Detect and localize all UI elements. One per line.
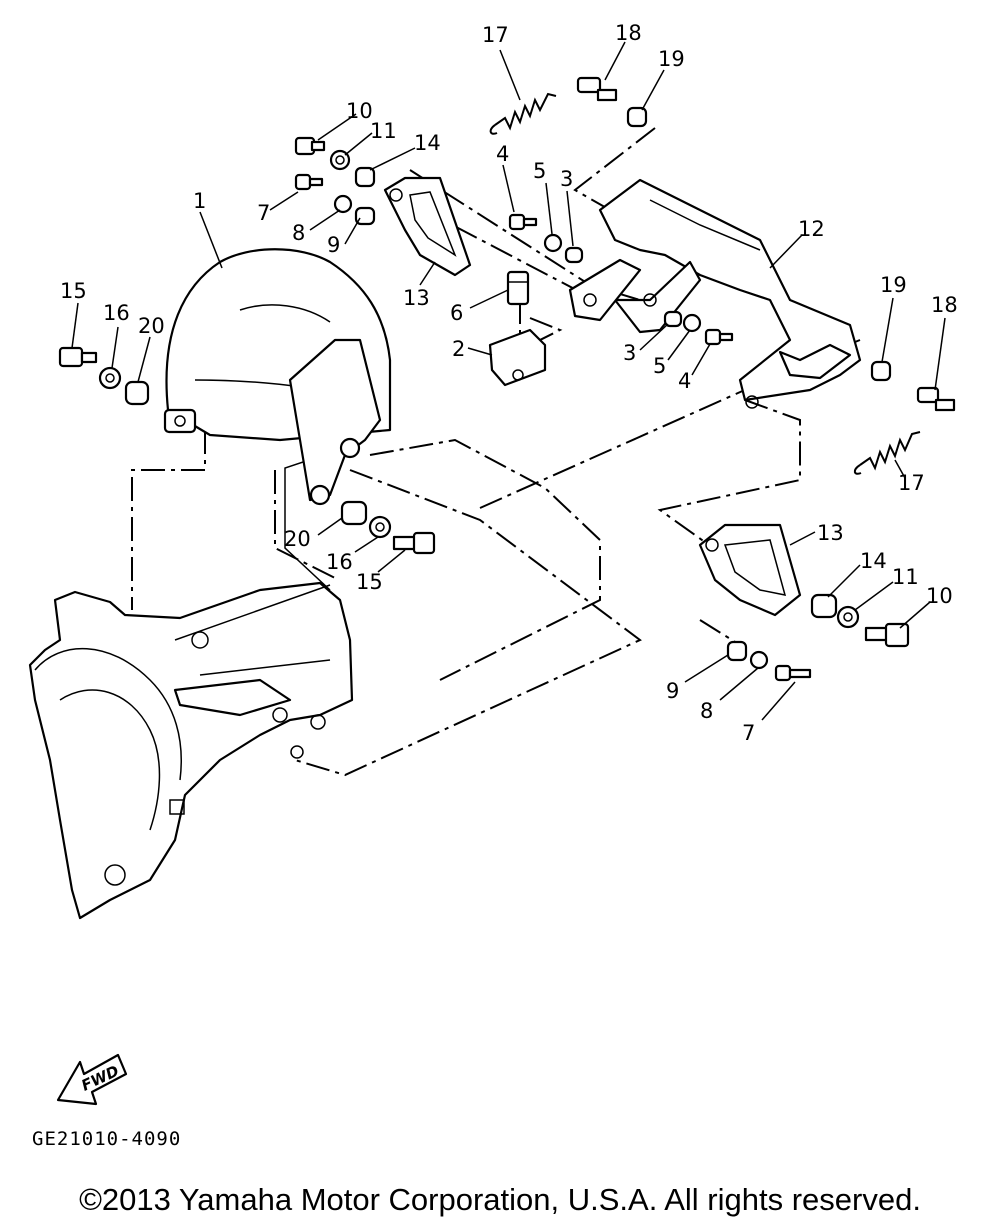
callout-4: 4 — [678, 369, 691, 393]
hull-housing — [28, 581, 354, 920]
callout-7: 7 — [257, 201, 270, 225]
callout-5: 5 — [533, 159, 546, 183]
callout-7: 7 — [742, 721, 755, 745]
callout-17: 17 — [898, 471, 925, 495]
callout-15: 15 — [356, 570, 383, 594]
callout-20: 20 — [284, 527, 311, 551]
plate-13-upper — [383, 176, 472, 277]
callout-12: 12 — [798, 217, 825, 241]
callout-3: 3 — [623, 341, 636, 365]
diagram-code: GE21010-4090 — [32, 1128, 182, 1150]
callout-14: 14 — [860, 549, 887, 573]
plate-13-lower — [698, 523, 802, 617]
callout-13: 13 — [817, 521, 844, 545]
callout-15: 15 — [60, 279, 87, 303]
leader-lines — [71, 41, 946, 721]
callout-8: 8 — [700, 699, 713, 723]
callout-16: 16 — [326, 550, 353, 574]
callout-11: 11 — [370, 119, 397, 143]
callout-18: 18 — [931, 293, 958, 317]
callout-3: 3 — [560, 167, 573, 191]
callout-19: 19 — [658, 47, 685, 71]
callout-14: 14 — [414, 131, 441, 155]
pump-cover-part — [163, 248, 392, 506]
callout-19: 19 — [880, 273, 907, 297]
copyright-notice: ©2013 Yamaha Motor Corporation, U.S.A. A… — [79, 1182, 921, 1217]
callout-17: 17 — [482, 23, 509, 47]
springs — [489, 92, 921, 475]
callout-2: 2 — [452, 337, 465, 361]
callout-8: 8 — [292, 221, 305, 245]
callout-5: 5 — [653, 354, 666, 378]
callout-16: 16 — [103, 301, 130, 325]
fwd-arrow-icon: FWD — [56, 1053, 128, 1106]
callout-4: 4 — [496, 142, 509, 166]
main-bracket-part — [568, 178, 862, 409]
callout-20: 20 — [138, 314, 165, 338]
callout-11: 11 — [892, 565, 919, 589]
fasteners — [58, 76, 956, 682]
callout-13: 13 — [403, 286, 430, 310]
hinge-bracket-part — [488, 328, 547, 387]
callout-10: 10 — [926, 584, 953, 608]
callout-10: 10 — [346, 99, 373, 123]
callout-9: 9 — [327, 233, 340, 257]
exploded-parts-diagram: FWD — [28, 21, 958, 1106]
callout-1: 1 — [193, 189, 206, 213]
callout-labels: 1 2 3 3 4 4 5 5 6 7 7 8 8 9 9 10 10 11 1… — [60, 21, 958, 745]
grease-nipple-part — [506, 270, 530, 306]
callout-6: 6 — [450, 301, 463, 325]
callout-18: 18 — [615, 21, 642, 45]
callout-9: 9 — [666, 679, 679, 703]
